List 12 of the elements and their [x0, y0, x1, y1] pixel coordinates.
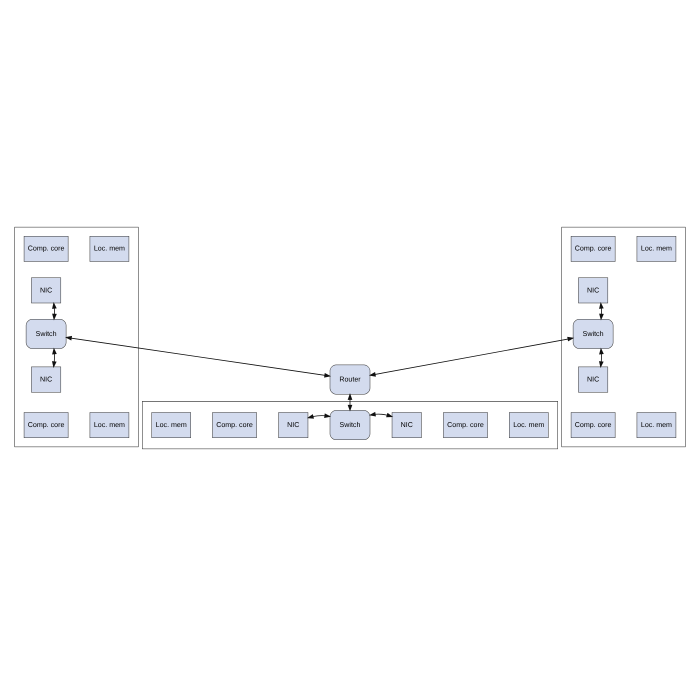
arrow — [52, 301, 57, 320]
cluster — [142, 400, 558, 449]
arrow — [599, 301, 604, 320]
arrow — [348, 392, 352, 411]
arrow — [368, 336, 574, 376]
arrow — [599, 347, 604, 368]
arrow — [65, 335, 332, 378]
cluster — [561, 226, 686, 447]
cluster — [14, 226, 139, 447]
arrow — [52, 347, 57, 368]
arrow — [368, 411, 394, 417]
arrow — [306, 412, 332, 418]
